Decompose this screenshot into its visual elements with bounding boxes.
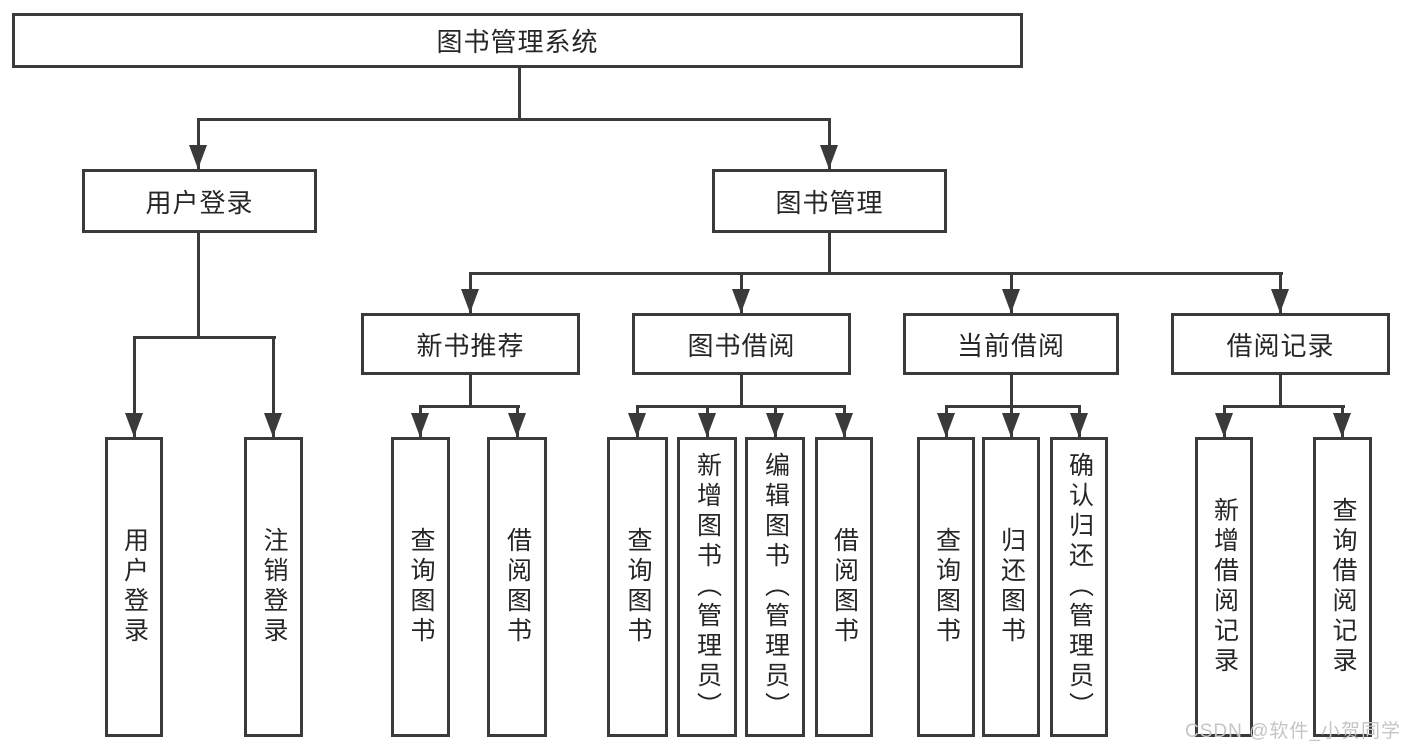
watermark: CSDN @软件_小贺同学 <box>1185 721 1401 742</box>
leaf-newbook-query-label: 查询图书 <box>407 527 435 647</box>
connector-root-rail <box>197 118 831 121</box>
leaf-currentborrow-confirm-label: 确认归还（管理员） <box>1065 452 1094 722</box>
arrow-down-icon <box>628 413 646 437</box>
arrow-down-icon <box>766 413 784 437</box>
leaf-newbook-borrow-label: 借阅图书 <box>503 527 532 647</box>
leaf-user-login-label: 用户登录 <box>120 527 149 647</box>
leaf-bookborrow-borrow: 借阅图书 <box>815 437 873 737</box>
arrow-down-icon <box>698 413 716 437</box>
arrow-down-icon <box>835 413 853 437</box>
leaf-currentborrow-query-label: 查询图书 <box>932 527 961 647</box>
connector-user-login-stem <box>197 233 200 336</box>
leaf-bookborrow-borrow-label: 借阅图书 <box>830 527 859 647</box>
leaf-record-query-label: 查询借阅记录 <box>1329 497 1357 677</box>
connector-new-book-rail <box>419 405 520 408</box>
leaf-user-login: 用户登录 <box>105 437 163 737</box>
arrow-down-icon <box>189 145 207 169</box>
arrow-down-icon <box>820 145 838 169</box>
leaf-logout-label: 注销登录 <box>260 527 288 647</box>
connector-current-borrow-stem <box>1010 375 1013 405</box>
leaf-currentborrow-return-label: 归还图书 <box>997 527 1026 647</box>
node-new-book-label: 新书推荐 <box>416 330 525 361</box>
arrow-down-icon <box>1271 289 1289 313</box>
leaf-bookborrow-query: 查询图书 <box>607 437 668 737</box>
leaf-bookborrow-add-label: 新增图书（管理员） <box>693 452 722 722</box>
node-borrow-record-label: 借阅记录 <box>1226 330 1335 361</box>
leaf-record-add: 新增借阅记录 <box>1195 437 1253 737</box>
arrow-down-icon <box>1002 289 1020 313</box>
node-book-borrow: 图书借阅 <box>632 313 851 375</box>
node-current-borrow-label: 当前借阅 <box>956 330 1065 361</box>
connector-current-borrow-rail <box>945 405 1081 408</box>
connector-book-borrow-rail <box>636 405 846 408</box>
connector-root-to-book-mgmt <box>828 118 831 169</box>
leaf-bookborrow-add: 新增图书（管理员） <box>677 437 737 737</box>
leaf-newbook-borrow: 借阅图书 <box>487 437 547 737</box>
leaf-currentborrow-confirm: 确认归还（管理员） <box>1050 437 1108 737</box>
connector-to-leaf-user-login <box>133 336 136 437</box>
arrow-down-icon <box>411 413 429 437</box>
leaf-newbook-query: 查询图书 <box>391 437 450 737</box>
leaf-record-query: 查询借阅记录 <box>1313 437 1372 737</box>
arrow-down-icon <box>1333 413 1351 437</box>
connector-borrow-record-stem <box>1279 375 1282 405</box>
node-book-mgmt: 图书管理 <box>712 169 947 233</box>
arrow-down-icon <box>1215 413 1233 437</box>
node-user-login: 用户登录 <box>82 169 317 233</box>
leaf-logout: 注销登录 <box>244 437 303 737</box>
node-book-mgmt-label: 图书管理 <box>775 187 884 218</box>
arrow-down-icon <box>125 413 143 437</box>
arrow-down-icon <box>264 413 282 437</box>
node-root-label: 图书管理系统 <box>436 27 599 57</box>
arrow-down-icon <box>461 289 479 313</box>
leaf-bookborrow-query-label: 查询图书 <box>624 527 652 647</box>
connector-new-book-stem <box>469 375 472 405</box>
node-user-login-label: 用户登录 <box>145 187 254 218</box>
leaf-bookborrow-edit: 编辑图书（管理员） <box>745 437 805 737</box>
connector-root-to-user-login <box>197 118 200 169</box>
node-root: 图书管理系统 <box>12 13 1023 68</box>
arrow-down-icon <box>508 413 526 437</box>
connector-borrow-record-rail <box>1223 405 1345 408</box>
node-new-book: 新书推荐 <box>361 313 580 375</box>
arrow-down-icon <box>732 289 750 313</box>
leaf-bookborrow-edit-label: 编辑图书（管理员） <box>761 452 790 722</box>
leaf-record-add-label: 新增借阅记录 <box>1210 497 1239 677</box>
connector-book-mgmt-rail <box>469 272 1283 275</box>
node-current-borrow: 当前借阅 <box>903 313 1119 375</box>
node-borrow-record: 借阅记录 <box>1171 313 1390 375</box>
arrow-down-icon <box>1070 413 1088 437</box>
leaf-currentborrow-query: 查询图书 <box>917 437 975 737</box>
node-book-borrow-label: 图书借阅 <box>687 330 796 361</box>
arrow-down-icon <box>937 413 955 437</box>
connector-user-login-rail <box>133 336 276 339</box>
connector-to-leaf-logout <box>272 336 275 437</box>
arrow-down-icon <box>1002 413 1020 437</box>
connector-root-stem <box>518 68 521 118</box>
leaf-currentborrow-return: 归还图书 <box>982 437 1040 737</box>
connector-book-mgmt-stem <box>828 233 831 272</box>
connector-book-borrow-stem <box>740 375 743 405</box>
